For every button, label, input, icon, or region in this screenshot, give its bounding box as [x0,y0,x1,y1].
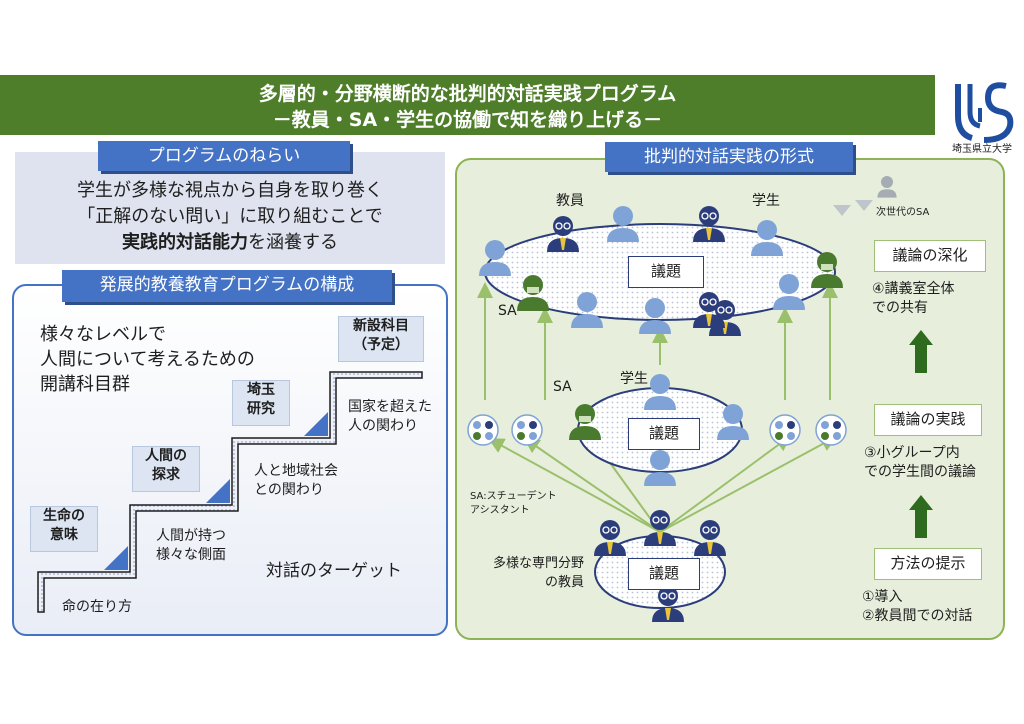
aim-line-3: を涵養する [248,232,338,253]
faculty-label: 教員 [556,193,584,209]
topic-box-bottom: 議題 [628,558,700,590]
sa-note-line-2: アシスタント [470,505,530,516]
stage-method-desc: ①導入 ②教員間での対話 [862,588,973,626]
structure-tag: 発展的教養教育プログラムの構成 [62,270,392,302]
step-arrow-2 [206,479,230,503]
aim-line-2: 「正解のない問い」に取り組むことで [77,206,383,227]
sa-label-middle: SA [553,379,572,395]
step-box-3: 埼玉 研究 [232,380,290,426]
stage-1-line: ①導入 [862,589,903,605]
stage-deepening-box: 議論の深化 [874,240,986,272]
organization-name: 埼玉県立大学 [952,144,1012,155]
step-desc-4: 国家を超えた 人の関わり [348,398,432,436]
aim-line-1: 学生が多様な視点から自身を取り巻く [77,180,383,201]
student-label-top: 学生 [752,193,780,209]
faculty-note-line-2: の教員 [544,575,584,590]
practice-tag: 批判的対話実践の形式 [605,142,853,172]
intro-line-1: 様々なレベルで [40,324,166,345]
aim-text: 学生が多様な視点から自身を取り巻く 「正解のない問い」に取り組むことで 実践的対… [15,178,445,256]
stage-practice-desc: ③小グループ内 での学生間の議論 [864,444,976,482]
desc-4-line-2: 人の関わり [348,418,418,434]
stage-3-line-1: ③小グループ内 [864,445,960,461]
step-4-line-2: （予定） [353,337,409,353]
step-3-line-2: 研究 [247,401,275,417]
sa-note: SA:スチューデント アシスタント [470,490,557,518]
step-box-1: 生命の 意味 [30,506,98,552]
desc-3-line-2: との関わり [254,482,324,498]
stage-deepening-desc: ④講義室全体 での共有 [872,280,955,318]
staircase [37,371,423,613]
stage-2-line: ②教員間での対話 [862,608,973,624]
step-1-line-1: 生命の [43,508,85,524]
university-logo-icon [955,82,1014,143]
desc-1-line-1: 命の在り方 [62,599,132,615]
stage-4-line-1: ④講義室全体 [872,281,955,297]
step-1-line-2: 意味 [50,527,78,543]
step-3-line-1: 埼玉 [247,382,275,398]
stage-4-line-2: での共有 [872,300,928,316]
student-label-middle: 学生 [620,371,648,387]
step-2-line-1: 人間の [145,448,187,464]
sa-note-line-1: SA:スチューデント [470,491,557,502]
staircase-diagram [37,371,423,613]
next-sa-label: 次世代のSA [876,207,930,218]
faculty-note-line-1: 多様な専門分野 [492,556,584,571]
step-arrow-3 [304,412,328,436]
step-desc-2: 人間が持つ 様々な側面 [156,527,226,565]
desc-4-line-1: 国家を超えた [348,399,432,415]
stage-practice-box: 議論の実践 [874,404,982,436]
dialogue-target-label: 対話のターゲット [266,561,402,581]
title-line-2: －教員・SA・学生の協働で知を織り上げる－ [272,109,663,131]
step-box-4: 新設科目 （予定） [338,316,424,362]
desc-2-line-2: 様々な側面 [156,547,226,563]
desc-3-line-1: 人と地域社会 [254,463,338,479]
structure-intro: 様々なレベルで 人間について考えるための 開講科目群 [40,322,255,397]
aim-keyword: 実践的対話能力 [122,232,248,253]
step-4-line-1: 新設科目 [353,318,409,334]
topic-box-top: 議題 [628,256,704,288]
title-banner: 多層的・分野横断的な批判的対話実践プログラム －教員・SA・学生の協働で知を織り… [0,75,935,135]
stage-3-line-2: での学生間の議論 [864,464,976,480]
sa-label-top: SA [498,303,517,319]
title-line-1: 多層的・分野横断的な批判的対話実践プログラム [258,83,677,105]
aim-tag: プログラムのねらい [98,141,350,171]
step-desc-3: 人と地域社会 との関わり [254,462,338,500]
intro-line-3: 開講科目群 [40,374,130,395]
step-arrow-1 [104,546,128,570]
step-desc-1: 命の在り方 [62,598,132,617]
faculty-note: 多様な専門分野 の教員 [484,554,584,592]
step-2-line-2: 探求 [152,467,180,483]
stage-method-box: 方法の提示 [874,548,982,580]
desc-2-line-1: 人間が持つ [156,528,226,544]
intro-line-2: 人間について考えるための [40,349,255,370]
step-box-2: 人間の 探求 [132,446,200,492]
topic-box-middle: 議題 [628,418,700,450]
